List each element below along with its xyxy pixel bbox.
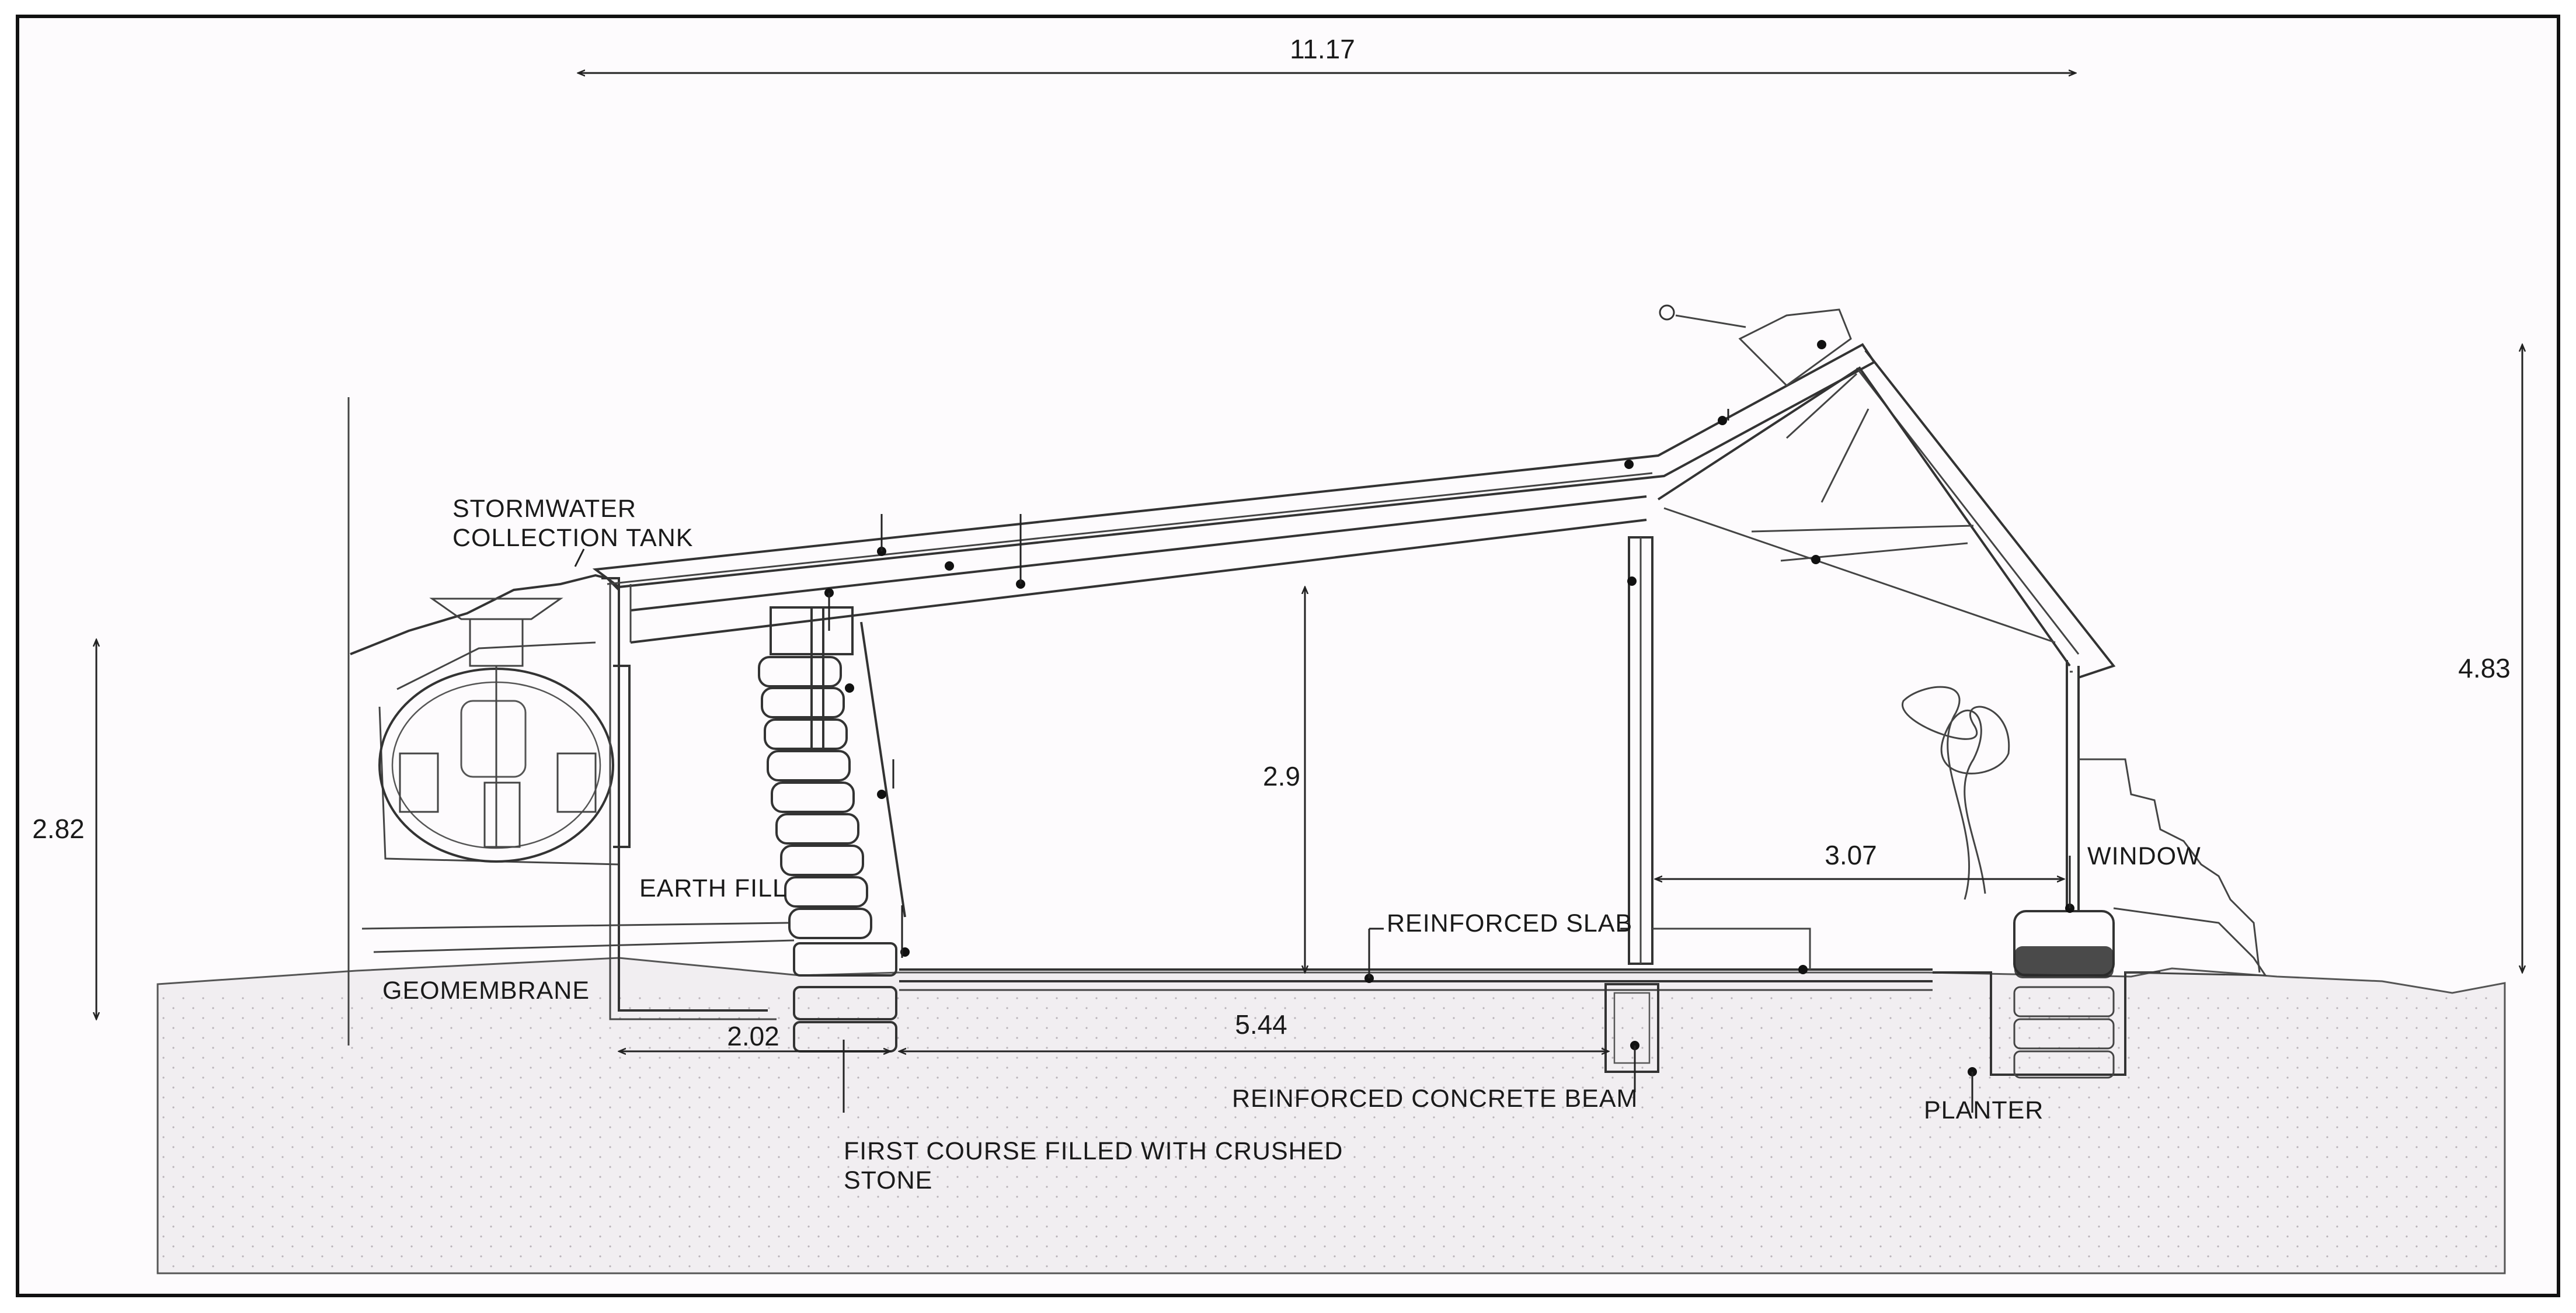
planter-label: PLANTER [1924,1096,2044,1124]
interior-width-dim: 5.44 [1235,1009,1287,1040]
interior-partition [1628,536,1653,965]
reinforced-concrete-beam-label: REINFORCED CONCRETE BEAM [1232,1085,1638,1113]
planter-and-window [1901,660,2267,1079]
roof-structure [592,304,2116,679]
interior-height-dim: 2.9 [1263,761,1300,791]
floor-slab [899,928,1933,1073]
sunspace-width-dim: 3.07 [1825,840,1877,870]
rear-retaining-wall [361,577,795,1020]
reinforced-slab-label: REINFORCED SLAB [1387,909,1632,937]
right-height-dim: 4.83 [2458,653,2511,683]
geomembrane-label: GEOMEMBRANE [382,977,590,1005]
stormwater-label-line1: STORMWATER [452,495,636,523]
tyre-wall [758,606,906,1053]
window-label: WINDOW [2087,842,2201,870]
first-course-label-line1: FIRST COURSE FILLED WITH CRUSHED [844,1137,1343,1165]
dimension-lines [96,73,2522,1051]
left-height-dim: 2.82 [32,814,85,844]
earth-fill-label: EARTH FILL [639,874,787,902]
overall-width-dim: 11.17 [1290,34,1355,64]
ground-stipple [158,993,2505,1273]
stormwater-label-line2: COLLECTION TANK [452,524,693,552]
stormwater-tank [347,397,620,1045]
rear-wall-width-dim: 2.02 [727,1021,779,1051]
first-course-label-line2: STONE [844,1166,932,1194]
